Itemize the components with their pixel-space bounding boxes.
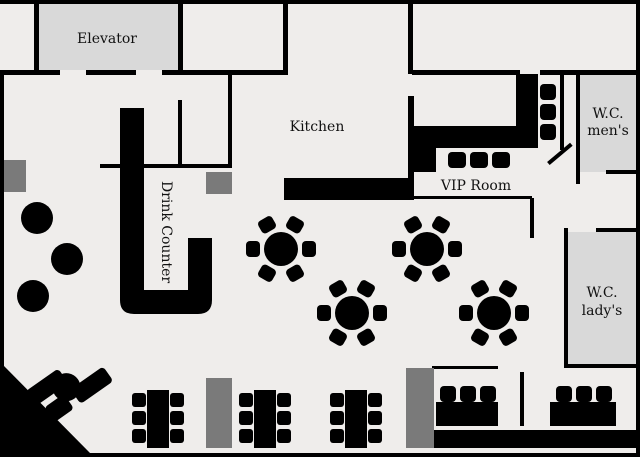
vip-room-label: VIP Room (440, 178, 511, 194)
rect-table-set (330, 390, 382, 448)
pillar (206, 172, 232, 194)
pillars (4, 160, 434, 448)
elevator-label: Elevator (77, 31, 137, 47)
vip-seats (448, 84, 556, 168)
elevator-room (38, 4, 180, 70)
drink-counter-label: Drink Counter (158, 181, 174, 283)
rect-tables-bottom (132, 390, 382, 448)
wc-lady-label-line2: lady's (582, 303, 623, 319)
restrooms (568, 74, 636, 366)
rect-table-set (239, 390, 291, 448)
wc-men-label-line2: men's (587, 123, 629, 139)
round-table-set (246, 216, 316, 282)
drink-counter (120, 108, 212, 314)
bottom-right-booths (436, 386, 616, 426)
round-table-set (317, 280, 387, 346)
pillar (4, 160, 26, 192)
round-tables-center (246, 216, 529, 346)
wc-lady-label-line1: W.C. (586, 285, 617, 301)
corner-seating (26, 367, 112, 421)
wc-lady-room (568, 232, 636, 366)
rect-table-set (132, 390, 184, 448)
round-table-set (459, 280, 529, 346)
pillar (406, 368, 434, 448)
pillar (206, 378, 232, 448)
round-table-set (392, 216, 462, 282)
wc-men-room (580, 74, 636, 172)
top-rooms (38, 4, 180, 70)
kitchen-label: Kitchen (290, 119, 345, 135)
wc-men-label-line1: W.C. (592, 106, 623, 122)
round-tables-left (17, 202, 83, 312)
